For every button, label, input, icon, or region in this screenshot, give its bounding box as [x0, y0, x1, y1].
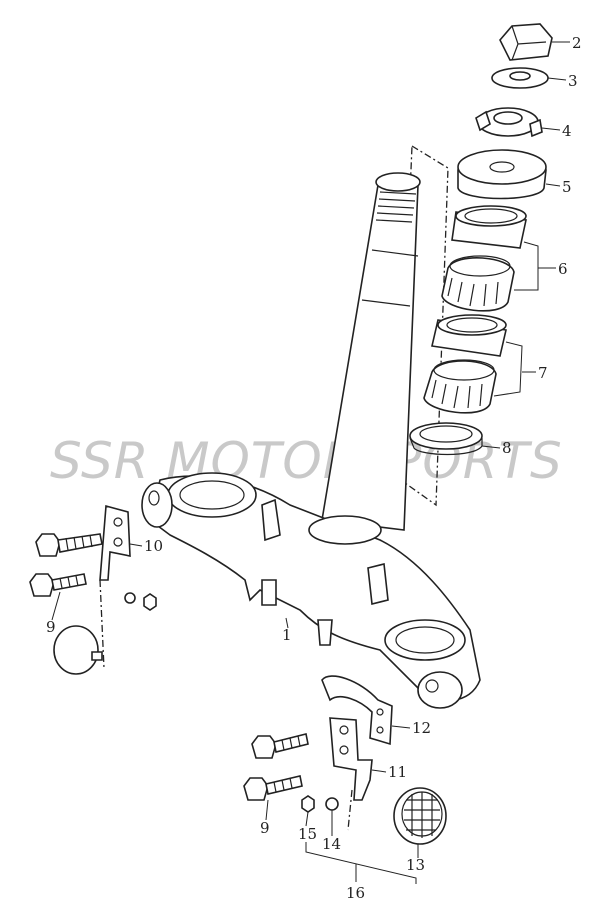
dust-seal — [409, 422, 483, 456]
rubber-pad-right — [393, 787, 447, 845]
lock-nut — [475, 107, 543, 138]
hose-guide-bracket — [321, 675, 393, 746]
callout-4: 4 — [562, 122, 572, 140]
upper-bearing — [441, 205, 527, 312]
leader-lines — [51, 41, 570, 884]
bolt-upper-right — [251, 733, 309, 759]
guide-line-right — [347, 789, 353, 831]
callout-13: 13 — [406, 856, 425, 874]
callout-14: 14 — [322, 835, 341, 853]
lower-bearing — [423, 314, 507, 414]
watermark: SSR MOTORSPORTS — [50, 432, 563, 490]
callout-6: 6 — [558, 260, 568, 278]
bolt-upper-left — [35, 533, 103, 557]
bolt-lower-right — [243, 775, 303, 801]
callout-9-left: 9 — [46, 618, 56, 636]
bolt-lower-left — [29, 573, 87, 597]
rubber-pad-left — [53, 625, 103, 675]
callout-10: 12 — [412, 719, 431, 737]
hose-bracket-left — [99, 504, 131, 581]
nut-right — [301, 795, 315, 813]
stem-nut — [499, 23, 553, 61]
dust-cover — [457, 149, 547, 200]
callout-9-right: 9 — [260, 819, 270, 837]
callout-11: 10 — [144, 537, 163, 555]
callout-16: 16 — [346, 884, 365, 902]
washer-right — [325, 797, 339, 811]
mount-bracket-right — [329, 717, 373, 801]
washer — [491, 67, 549, 89]
callout-12: 11 — [388, 763, 407, 781]
callout-8: 8 — [502, 439, 512, 457]
callout-3: 3 — [568, 72, 578, 90]
washer-left — [124, 592, 136, 604]
callout-1: 1 — [282, 626, 292, 644]
callout-2: 2 — [572, 34, 582, 52]
nut-left — [143, 593, 157, 611]
callout-5: 5 — [562, 178, 572, 196]
lower-triple-clamp — [141, 172, 481, 709]
callout-7: 7 — [538, 364, 548, 382]
callout-15: 15 — [298, 825, 317, 843]
